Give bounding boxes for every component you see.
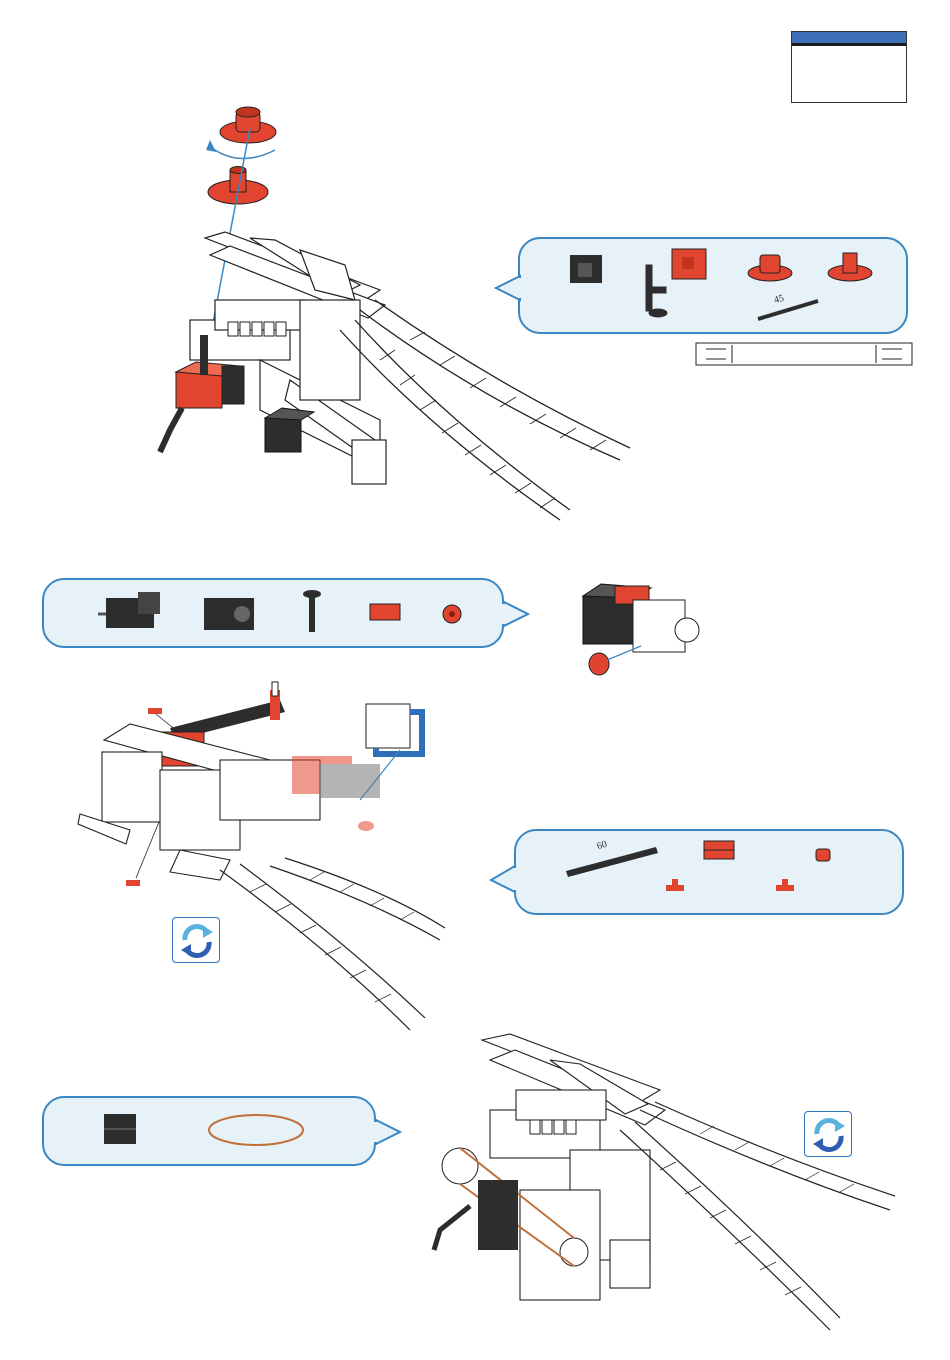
red-peg-icon [666, 879, 684, 891]
black-block-icon [104, 1114, 136, 1144]
rubber-band-icon [209, 1115, 303, 1145]
step4-callout-pointer [372, 1120, 402, 1150]
motor-assembly-illustration [575, 578, 715, 678]
rotate-view-button [172, 917, 220, 963]
mini-motor-icon [98, 592, 160, 628]
worm-axle-icon [303, 590, 321, 632]
rotate-view-icon [173, 918, 221, 964]
axle-ruler [696, 341, 916, 367]
red-peg-icon-2 [776, 879, 794, 891]
hub-nut-icon [748, 255, 792, 281]
crank-handle-icon [646, 265, 667, 317]
building-block-15-icon [570, 255, 602, 283]
step4-parts-icons [42, 1096, 376, 1166]
axle-45-icon [758, 301, 818, 319]
step1-parts-icons [518, 237, 908, 334]
red-plate-icon [370, 604, 400, 620]
step3-parts-icons [514, 829, 904, 915]
gearbox-icon [204, 598, 254, 630]
rotate-view-button-2 [804, 1111, 852, 1157]
step4-model-illustration [420, 1030, 900, 1360]
hub-flange-icon [828, 253, 872, 281]
red-ring-icon [816, 849, 830, 861]
step2-parts-icons [42, 578, 504, 648]
red-clip-double-icon [704, 841, 734, 859]
pulley-icon [443, 605, 461, 623]
rotate-view-icon [805, 1112, 853, 1158]
strut-60-icon [566, 847, 658, 877]
building-block-red-icon [672, 249, 706, 279]
step3-model-illustration [70, 680, 530, 1020]
hub-flange-top [208, 167, 268, 205]
step2-callout-pointer [500, 602, 530, 632]
